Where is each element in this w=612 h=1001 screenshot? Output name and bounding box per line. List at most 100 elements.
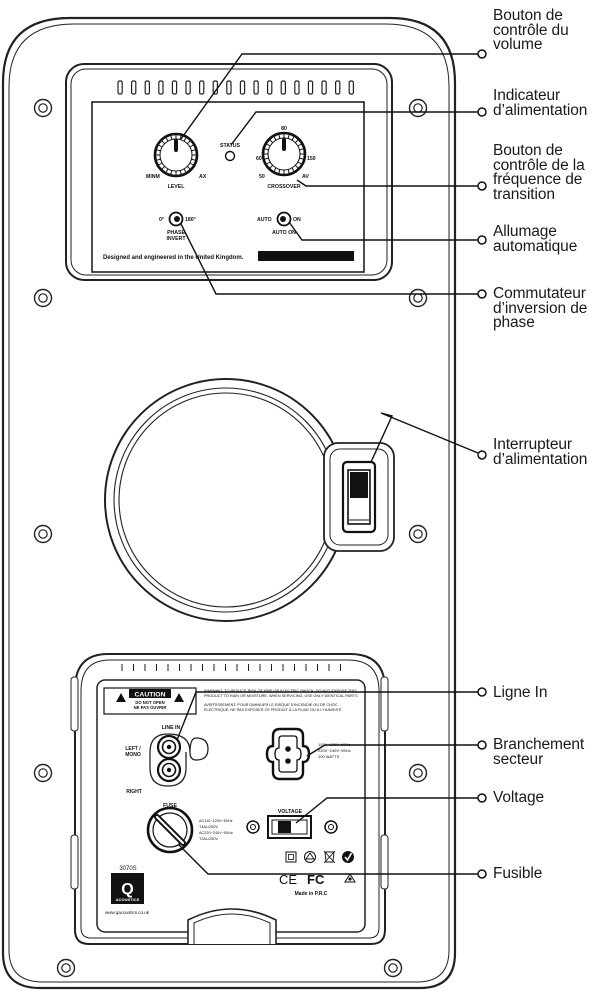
heatsink-vents <box>117 80 355 95</box>
knob-grip-ridge <box>191 158 196 161</box>
do-not-open-text: DO NOT OPEN <box>135 700 164 705</box>
knob-grip-ridge <box>294 164 299 169</box>
fuse-holder[interactable] <box>146 806 194 854</box>
knob-grip-ridge <box>189 144 194 148</box>
crossover-knob[interactable] <box>261 131 307 177</box>
knob-grip-ridge <box>186 140 191 145</box>
fuse-label: FUSE <box>163 803 177 809</box>
callout-line: d’alimentation <box>493 101 588 119</box>
fuse-spec-2: T4AL/250V <box>199 825 218 829</box>
vent-slot <box>267 80 273 95</box>
fuse-spec-3: AC220~240V~50Hz <box>199 831 233 835</box>
vent-slot <box>144 80 150 95</box>
line-in-right-rca-jack[interactable] <box>156 757 182 783</box>
callout-line-in: Ligne In <box>493 684 548 701</box>
knob-grip-ridge <box>278 169 281 174</box>
phase-invert-switch[interactable] <box>168 211 184 227</box>
knob-grip-ridge <box>158 162 163 166</box>
mains-spec-2: 220V~240V~50Hz <box>318 748 351 753</box>
warning-text-2: PRODUCT TO RAIN OR MOISTURE. WHEN SERVIC… <box>204 694 358 698</box>
vent-slot <box>239 80 246 95</box>
callout-fuse: Fusible <box>493 865 543 882</box>
phase-label: PHASE <box>167 230 185 236</box>
left-mono-label-1: LEFT / <box>125 746 141 752</box>
mains-spec-3: 100 WATTS <box>318 754 340 759</box>
callout-line: Interrupteur <box>493 436 572 453</box>
callout-line: Fusible <box>493 865 543 882</box>
crossover-60-label: 60 <box>256 156 262 162</box>
avertissement-text-1: AVERTISSEMENT: POUR DIMINUER LE RISQUE D… <box>204 703 338 707</box>
knob-grip-ridge <box>161 165 166 170</box>
caution-text: CAUTION <box>135 692 166 699</box>
knob-grip-ridge <box>294 139 299 144</box>
callout-line: fréquence de <box>493 171 583 188</box>
knob-grip-ridge <box>269 164 274 169</box>
crossover-150-label: 150 <box>307 156 316 162</box>
vent-slot <box>253 80 259 95</box>
left-mono-label-2: MONO <box>125 752 141 758</box>
plate-screws <box>246 820 338 834</box>
callout-voltage: Voltage <box>493 789 545 806</box>
vent-slot <box>294 80 300 95</box>
knob-grip-ridge <box>297 143 302 147</box>
vent-slot <box>280 80 287 95</box>
knob-grip-ridge <box>291 167 295 172</box>
callout-line: d’alimentation <box>493 450 588 468</box>
knob-grip-ridge <box>186 165 191 170</box>
knob-grip-ridge <box>273 136 277 141</box>
mains-inlet-socket[interactable] <box>265 727 311 781</box>
callout-line: automatique <box>493 237 578 255</box>
crossover-50-label: 50 <box>259 174 265 180</box>
auto-label: AUTO <box>257 217 272 223</box>
knob-grip-ridge <box>189 162 194 166</box>
voltage-label: VOLTAGE <box>278 809 303 815</box>
designed-in-uk-text: Designed and engineered in the United Ki… <box>103 255 244 261</box>
caution-label <box>103 687 197 715</box>
knob-grip-ridge <box>287 169 290 174</box>
knob-grip-ridge <box>299 148 304 151</box>
line-in-label: LINE IN <box>162 725 181 731</box>
level-label: LEVEL <box>168 184 186 190</box>
knob-grip-ridge <box>264 148 269 151</box>
vent-slot <box>117 80 123 95</box>
brand-logo-q: Q <box>121 881 133 898</box>
warning-text-1: WARNING: TO REDUCE RISK OF FIRE OR ELECT… <box>204 689 357 693</box>
callout-line: Commutateur <box>493 285 586 302</box>
crossover-label: CROSSOVER <box>267 184 300 190</box>
knob-grip-ridge <box>269 139 274 144</box>
knob-grip-ridge <box>278 134 281 139</box>
vent-slot <box>348 80 355 95</box>
knob-grip-ridge <box>273 167 277 172</box>
serial-number-bar <box>258 251 354 261</box>
passive-radiator <box>104 378 348 622</box>
callout-line: Ligne In <box>493 684 548 701</box>
voltage-selector-switch[interactable] <box>267 815 312 839</box>
vent-slot <box>307 80 314 95</box>
vent-slot <box>158 80 164 95</box>
callout-line: Indicateur <box>493 87 561 104</box>
auto-on-switch[interactable] <box>276 211 292 227</box>
level-min-label: MINM <box>146 174 160 180</box>
knob-grip-ridge <box>158 144 163 148</box>
power-switch[interactable] <box>341 460 377 534</box>
rca-mount <box>149 733 209 787</box>
brand-logo-acoustics: ACOUSTICS <box>116 897 140 902</box>
q-acoustics-logo <box>111 873 144 904</box>
knob-grip-ridge <box>297 161 302 165</box>
knob-grip-ridge <box>170 170 173 175</box>
knob-grip-ridge <box>165 137 169 142</box>
callout-line: contrôle du <box>493 21 569 39</box>
callout-line: Voltage <box>493 789 545 806</box>
volume-knob[interactable] <box>153 132 199 178</box>
callout-line: volume <box>493 36 543 53</box>
knob-grip-ridge <box>156 158 161 161</box>
callout-endpoint-circles <box>477 49 487 879</box>
vent-slot <box>335 80 341 95</box>
